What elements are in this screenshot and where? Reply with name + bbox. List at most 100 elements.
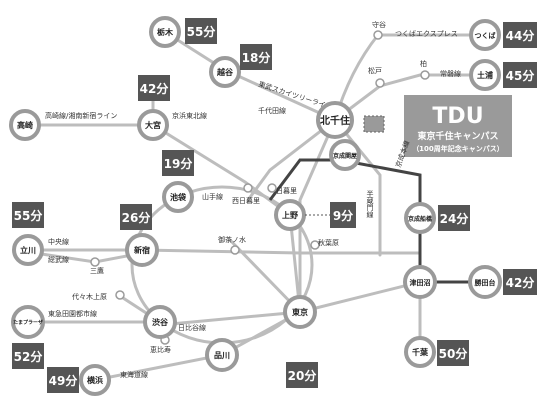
time-badge-shinjuku: 26分 xyxy=(122,210,151,225)
station-ikebukuro: 池袋 xyxy=(162,181,194,213)
minor-ochanomizu: 御茶ノ水 xyxy=(218,235,246,244)
time-badge-omiya-box xyxy=(138,75,170,101)
station-tsukuba-name: つくば xyxy=(475,31,496,40)
time-badge-keisei-funabashi-box xyxy=(438,205,470,231)
station-keisei-funabashi: 京成船橋 xyxy=(404,202,436,234)
label-takasaki-shonan: 高崎線/湘南新宿ライン xyxy=(45,111,117,120)
time-badge-tokyo-box xyxy=(286,362,318,388)
label-joban: 常磐線 xyxy=(440,69,461,78)
minor-ebisu: 恵比寿 xyxy=(150,345,171,354)
label-chiyoda: 千代田線 xyxy=(258,106,286,115)
time-badge-tama-plaza-box xyxy=(12,343,44,369)
station-takasaki: 高崎 xyxy=(9,109,41,141)
campus-note: （100周年記念キャンパス） xyxy=(412,144,504,153)
moriya-dot xyxy=(373,30,383,40)
time-badge-shinjuku-box xyxy=(120,204,152,230)
chuo-line xyxy=(26,248,422,255)
time-badge-tsukuba-box xyxy=(503,22,537,48)
nippori-dot xyxy=(267,183,277,193)
station-shinagawa: 品川 xyxy=(205,338,239,372)
akihabara-dot xyxy=(310,240,320,250)
station-tochigi: 栃木 xyxy=(149,16,181,48)
station-tokyo: 東京 xyxy=(283,295,317,329)
station-yokohama-name: 横浜 xyxy=(87,375,103,385)
time-badge-katsutadai-box xyxy=(503,269,537,295)
station-tama-plaza: たまプラーザ xyxy=(11,305,45,339)
time-badge-tsuchiura: 45分 xyxy=(506,68,535,83)
joban-line xyxy=(333,73,487,122)
station-tochigi-name: 栃木 xyxy=(157,27,174,37)
label-sobu: 総武線 xyxy=(48,255,69,264)
station-katsutadai-name: 勝田台 xyxy=(475,278,496,287)
label-hanzomon: 半蔵門線 xyxy=(366,189,374,218)
time-badge-tochigi: 55分 xyxy=(187,24,216,39)
minor-matsudo: 松戸 xyxy=(368,66,382,75)
station-takasaki-name: 高崎 xyxy=(17,120,33,130)
time-badge-tsukuba: 44分 xyxy=(506,28,535,43)
minor-kashiwa: 柏 xyxy=(420,59,427,68)
station-koshigaya: 越谷 xyxy=(209,56,241,88)
label-chuo: 中央線 xyxy=(48,237,69,246)
time-badges: 55分 18分 42分 19分 9分 44分 45分 24分 55分 26分 5… xyxy=(12,18,537,393)
station-shinjuku: 新宿 xyxy=(125,233,159,267)
time-badge-tachikawa-box xyxy=(12,202,44,228)
time-badge-chiba-box xyxy=(437,340,469,366)
hibiya-line xyxy=(158,118,337,327)
station-keisei-sekiya-name: 京成関屋 xyxy=(333,152,357,160)
station-shibuya-name: 渋谷 xyxy=(152,317,169,327)
station-tsukuba: つくば xyxy=(469,19,501,51)
time-badge-keisei-funabashi: 24分 xyxy=(440,211,469,226)
campus-name: 東京千住キャンパス xyxy=(417,130,498,142)
yoyogi-uehara-dot xyxy=(115,290,125,300)
station-yokohama: 横浜 xyxy=(79,364,111,396)
time-badge-katsutadai: 42分 xyxy=(506,275,535,290)
keihin-tohoku-line xyxy=(23,123,292,217)
station-shibuya: 渋谷 xyxy=(143,305,177,339)
label-hibiya: 日比谷線 xyxy=(178,323,206,332)
nishinippori-dot xyxy=(243,183,253,193)
station-kitasenju: 北千住 xyxy=(316,101,354,139)
station-chiba: 千葉 xyxy=(404,336,436,368)
campus-logo: TDU xyxy=(432,104,483,129)
matsudo-dot xyxy=(375,78,385,88)
station-ueno-name: 上野 xyxy=(282,210,298,220)
time-badge-tochigi-box xyxy=(185,18,217,44)
station-kitasenju-name: 北千住 xyxy=(320,114,350,127)
station-ueno: 上野 xyxy=(274,199,306,231)
station-shinjuku-name: 新宿 xyxy=(134,245,150,255)
time-badge-ikebukuro-box xyxy=(162,150,194,176)
station-tsudanuma: 津田沼 xyxy=(403,265,437,299)
chiyoda-line xyxy=(246,118,337,202)
station-tachikawa-name: 立川 xyxy=(20,245,36,255)
station-tokyo-name: 東京 xyxy=(292,307,308,317)
station-tsuchiura-name: 土浦 xyxy=(477,70,493,80)
hanzomon-line xyxy=(333,118,382,257)
station-tachikawa: 立川 xyxy=(12,234,44,266)
time-badge-yokohama-box xyxy=(47,367,79,393)
station-shinagawa-name: 品川 xyxy=(214,351,230,360)
time-badge-ikebukuro: 19分 xyxy=(164,156,193,171)
label-denentoshi: 東急田園都市線 xyxy=(48,309,97,318)
time-badge-koshigaya: 18分 xyxy=(242,50,271,65)
label-keihin-tohoku: 京浜東北線 xyxy=(172,111,207,120)
minor-nippori: 日暮里 xyxy=(276,186,297,195)
station-tsudanuma-name: 津田沼 xyxy=(410,278,431,287)
mitaka-dot xyxy=(90,257,100,267)
station-koshigaya-name: 越谷 xyxy=(216,67,234,77)
station-keisei-funabashi-name: 京成船橋 xyxy=(408,215,433,223)
label-tokaido: 東海道線 xyxy=(120,370,148,379)
station-keisei-sekiya: 京成関屋 xyxy=(329,139,361,171)
station-omiya: 大宮 xyxy=(137,109,169,141)
label-yamanote: 山手線 xyxy=(202,192,223,201)
time-badge-tokyo: 20分 xyxy=(288,368,317,383)
campus-marker xyxy=(363,115,385,133)
station-tsuchiura: 土浦 xyxy=(469,59,501,91)
station-tama-plaza-name: たまプラーザ xyxy=(13,319,43,326)
time-badge-koshigaya-box xyxy=(240,44,272,70)
time-badge-omiya: 42分 xyxy=(140,81,169,96)
minor-akihabara: 秋葉原 xyxy=(318,238,339,247)
time-badge-tama-plaza: 52分 xyxy=(14,349,43,364)
station-katsutadai: 勝田台 xyxy=(468,265,502,299)
campus-box xyxy=(404,95,512,157)
